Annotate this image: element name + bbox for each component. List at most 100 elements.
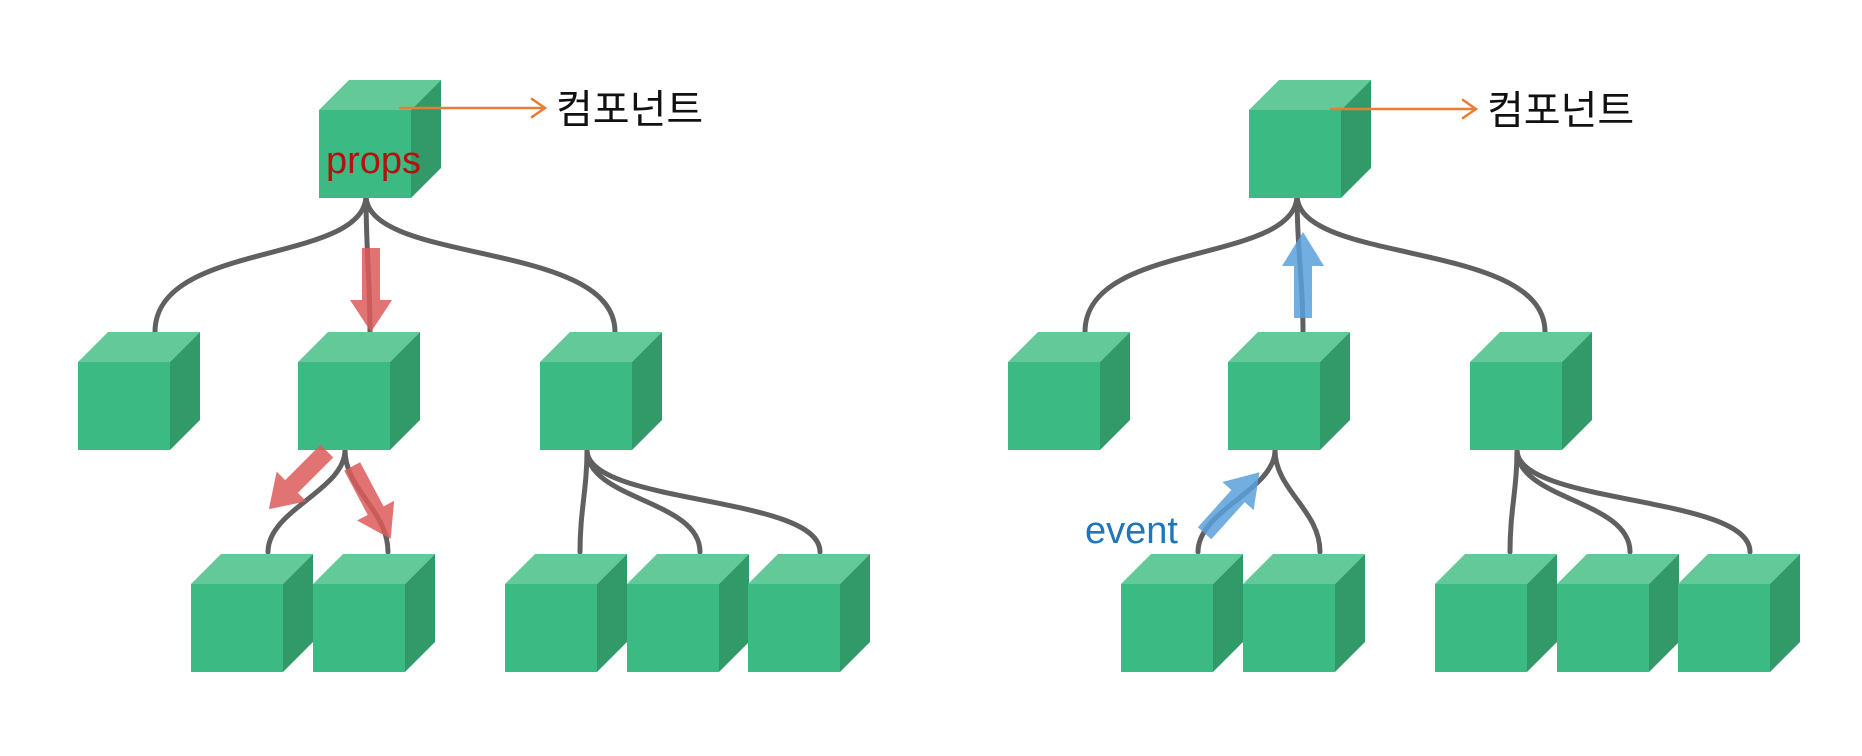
cube-front-face <box>1557 584 1649 672</box>
right-panel: 컴포넌트 event <box>1008 80 1800 672</box>
left-grandchild-cube-3 <box>505 554 627 672</box>
connector-child3-to-grandchild-3 <box>1507 447 1520 555</box>
left-pointer-arrow <box>398 97 548 119</box>
right-child-cube-3 <box>1470 332 1592 450</box>
connector-child3-to-grandchild-3 <box>577 447 590 555</box>
cube-front-face <box>191 584 283 672</box>
right-connectors <box>1082 192 1753 555</box>
connector-root-to-child-1 <box>152 192 369 335</box>
right-root-component-cube <box>1249 80 1371 198</box>
right-component-label: 컴포넌트 <box>1487 88 1634 134</box>
cube-top-face <box>1557 554 1679 584</box>
cube-front-face <box>1678 584 1770 672</box>
cube-front-face <box>78 362 170 450</box>
cube-side-face <box>283 554 313 672</box>
cube-front-face <box>313 584 405 672</box>
cube-front-face <box>319 110 411 198</box>
right-child-cube-2 <box>1228 332 1350 450</box>
left-grandchild-cube-5 <box>748 554 870 672</box>
event-arrow-grandchild-to-child <box>1197 472 1260 540</box>
cube-side-face <box>1527 554 1557 672</box>
cube-top-face <box>1228 332 1350 362</box>
cube-top-face <box>1243 554 1365 584</box>
cube-side-face <box>170 332 200 450</box>
right-grandchild-cube-5 <box>1678 554 1800 672</box>
connector-child3-to-grandchild-4 <box>1514 447 1633 555</box>
arrow-shape <box>1197 472 1260 540</box>
arrow-shape <box>344 462 395 539</box>
cube-side-face <box>1100 332 1130 450</box>
cube-top-face <box>540 332 662 362</box>
event-arrows <box>1197 232 1324 540</box>
arrow-shape <box>268 444 334 510</box>
cube-side-face <box>390 332 420 450</box>
cube-top-face <box>78 332 200 362</box>
cube-top-face <box>505 554 627 584</box>
props-label: props <box>326 140 421 182</box>
right-grandchild-cube-4 <box>1557 554 1679 672</box>
cube-side-face <box>840 554 870 672</box>
left-grandchild-cube-2 <box>313 554 435 672</box>
cube-front-face <box>748 584 840 672</box>
props-arrows <box>268 248 395 539</box>
connector-child3-to-grandchild-5 <box>584 447 823 555</box>
right-grandchild-cube-3 <box>1435 554 1557 672</box>
left-root-component-cube <box>319 80 441 198</box>
props-arrow-child-to-grandchild-1 <box>268 444 334 510</box>
left-child-cube-2 <box>298 332 420 450</box>
cube-side-face <box>405 554 435 672</box>
cube-top-face <box>1008 332 1130 362</box>
props-arrow-child-to-grandchild-2 <box>344 462 395 539</box>
cube-front-face <box>1008 362 1100 450</box>
cube-side-face <box>1649 554 1679 672</box>
cube-side-face <box>1562 332 1592 450</box>
pointer-head <box>530 97 548 119</box>
connector-root-to-child-3 <box>363 192 618 335</box>
right-grandchild-cube-1 <box>1121 554 1243 672</box>
event-label: event <box>1085 510 1178 552</box>
cube-front-face <box>540 362 632 450</box>
right-grandchild-cube-2 <box>1243 554 1365 672</box>
connector-child3-to-grandchild-4 <box>584 447 703 555</box>
cube-top-face <box>1470 332 1592 362</box>
connector-root-to-child-1 <box>1082 192 1300 335</box>
left-component-label: 컴포넌트 <box>556 87 703 133</box>
left-child-cube-1 <box>78 332 200 450</box>
connector-child2-to-grandchild-2 <box>1272 447 1323 555</box>
cube-side-face <box>411 80 441 198</box>
cube-side-face <box>597 554 627 672</box>
connector-child2-to-grandchild-1 <box>265 447 348 555</box>
cube-front-face <box>627 584 719 672</box>
pointer-head <box>1461 98 1479 120</box>
cube-side-face <box>1335 554 1365 672</box>
cube-front-face <box>1470 362 1562 450</box>
cube-side-face <box>1770 554 1800 672</box>
cube-top-face <box>1435 554 1557 584</box>
left-connectors <box>152 192 823 555</box>
left-child-cube-3 <box>540 332 662 450</box>
cube-top-face <box>1678 554 1800 584</box>
right-child-cube-1 <box>1008 332 1130 450</box>
left-panel: 컴포넌트 props <box>78 80 870 672</box>
connector-child3-to-grandchild-5 <box>1514 447 1753 555</box>
cube-front-face <box>1228 362 1320 450</box>
cube-front-face <box>1121 584 1213 672</box>
cube-top-face <box>1249 80 1371 110</box>
cube-front-face <box>1435 584 1527 672</box>
cube-top-face <box>748 554 870 584</box>
left-grandchild-cube-1 <box>191 554 313 672</box>
cube-top-face <box>191 554 313 584</box>
cube-front-face <box>298 362 390 450</box>
connector-root-to-child-3 <box>1294 192 1548 335</box>
props-arrow-root-to-child <box>350 248 392 332</box>
cube-top-face <box>1121 554 1243 584</box>
cube-top-face <box>319 80 441 110</box>
cube-side-face <box>632 332 662 450</box>
cube-front-face <box>505 584 597 672</box>
cube-side-face <box>1320 332 1350 450</box>
event-arrow-child-to-root <box>1282 232 1324 318</box>
cube-top-face <box>313 554 435 584</box>
left-grandchild-cube-4 <box>627 554 749 672</box>
right-pointer-arrow <box>1329 98 1479 120</box>
